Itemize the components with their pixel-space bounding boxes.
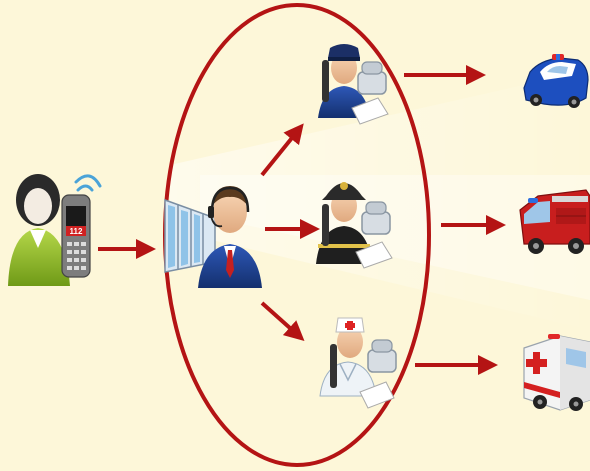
- firefighter-operator-icon: [316, 182, 393, 269]
- call-center-operator-icon: [198, 186, 262, 288]
- arrow-dispatch-to-medical: [260, 301, 305, 342]
- light-beams: [170, 70, 590, 330]
- caller-icon: [8, 174, 70, 286]
- police-operator-icon: [318, 44, 389, 125]
- police-car-icon: [523, 54, 589, 108]
- ambulance-icon: [523, 334, 590, 411]
- fire-truck-icon: [519, 189, 590, 254]
- phone-number-text: 112: [70, 227, 83, 236]
- signal-waves-icon: [74, 174, 102, 192]
- paramedic-operator-icon: [319, 317, 397, 409]
- arrow-dispatch-to-police: [260, 123, 304, 177]
- mobile-phone-icon: 112: [61, 194, 91, 278]
